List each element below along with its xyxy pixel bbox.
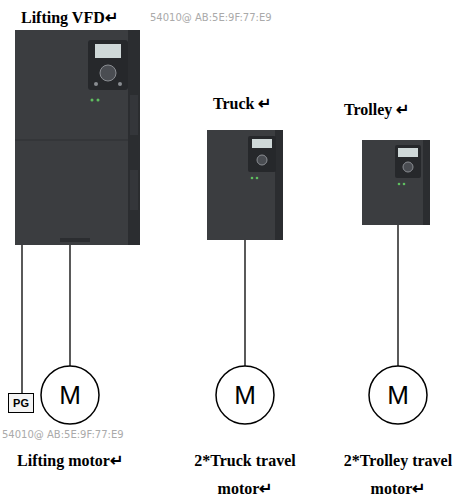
truck-motor: M2*Truck travel motor↵: [215, 365, 275, 425]
lifting-vfd: Lifting VFD↵: [15, 8, 140, 245]
watermark: 54010@ AB:5E:9F:77:E9: [150, 12, 272, 23]
device-label: Truck ↵: [207, 94, 271, 114]
power-cable: [244, 240, 245, 366]
watermark: 54010@ AB:5E:9F:77:E9: [2, 429, 124, 440]
motor-label: Lifting motor↵: [4, 447, 136, 475]
motor-symbol-text: M: [368, 365, 428, 425]
motor-label: 2*Truck travel motor↵: [179, 447, 311, 502]
power-cable: [69, 245, 70, 366]
power-cable: [397, 225, 398, 366]
motor-symbol-text: M: [40, 365, 100, 425]
power-cable: [21, 245, 22, 393]
truck-vfd: Truck ↵: [207, 94, 283, 240]
trolley-vfd: Trolley ↵: [338, 100, 430, 225]
motor-label: 2*Trolley travel motor↵: [332, 447, 464, 502]
pg-encoder: PG: [8, 393, 34, 413]
trolley-vfd-drawing: [362, 140, 430, 225]
lifting-motor: MLifting motor↵: [40, 365, 100, 425]
encoder-label: PG: [13, 397, 29, 409]
truck-vfd-drawing: [207, 130, 283, 240]
motor-symbol-text: M: [215, 365, 275, 425]
device-label: Lifting VFD↵: [15, 8, 118, 28]
lifting-vfd-drawing: [15, 30, 140, 245]
trolley-motor: M2*Trolley travel motor↵: [368, 365, 428, 425]
device-label: Trolley ↵: [338, 100, 409, 120]
